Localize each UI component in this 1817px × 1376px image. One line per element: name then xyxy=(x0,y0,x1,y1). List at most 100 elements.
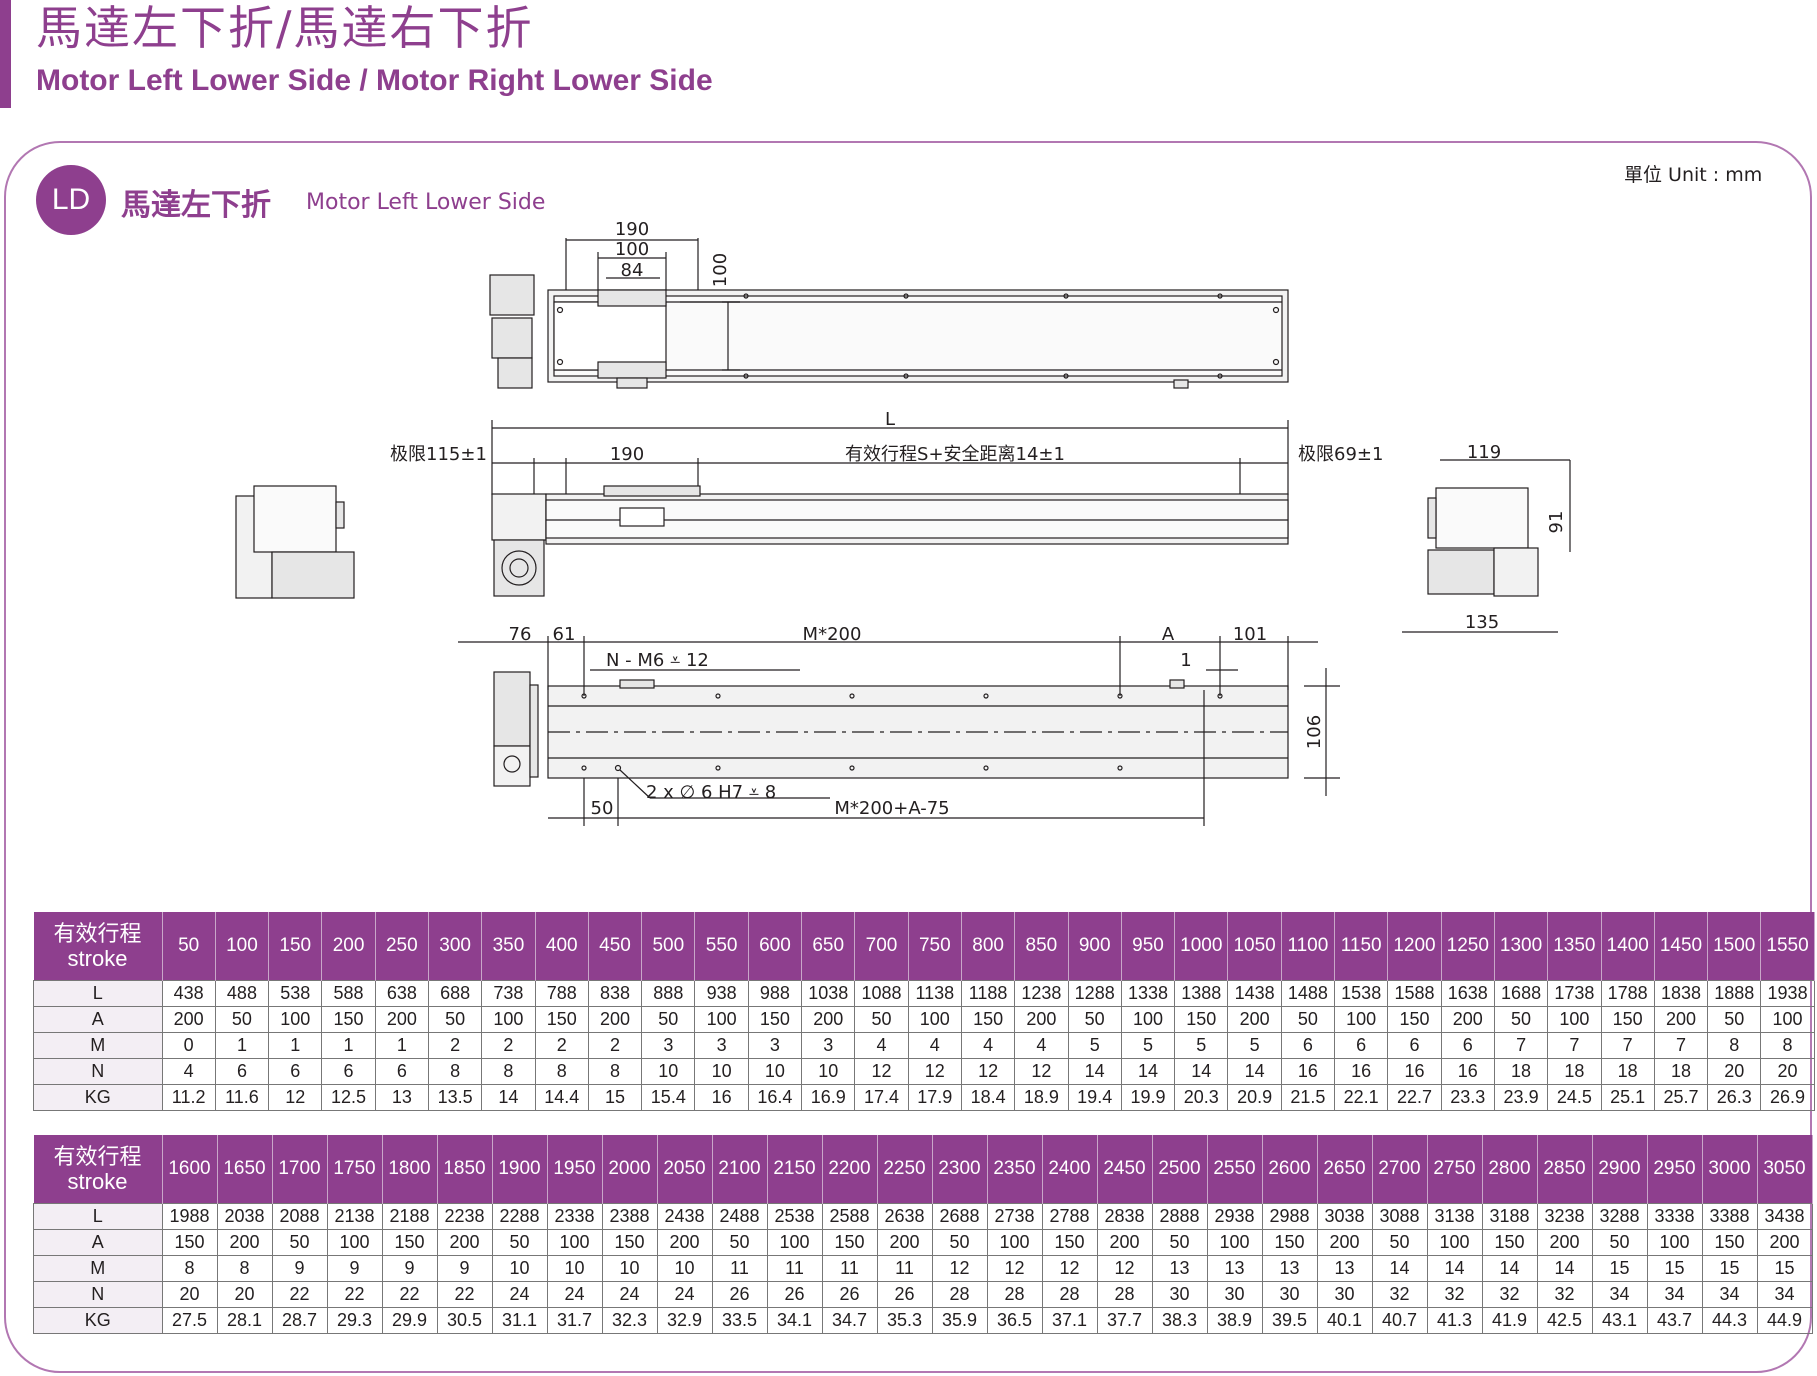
table-cell: 34.7 xyxy=(821,1307,878,1334)
table-cell: 8 xyxy=(1760,1032,1815,1059)
table-cell: 6 xyxy=(1280,1032,1336,1059)
table-cell: 41.3 xyxy=(1426,1307,1483,1334)
table-cell: 2 xyxy=(427,1032,483,1059)
table-cell: 12 xyxy=(960,1058,1016,1085)
table-cell: 18.9 xyxy=(1014,1084,1069,1111)
table-cell: 150 xyxy=(960,1006,1016,1033)
table-cell: 3 xyxy=(747,1032,803,1059)
table-cell: 5 xyxy=(1174,1032,1229,1059)
table-cell: 16 xyxy=(694,1084,749,1111)
stroke-header-cell: 1650 xyxy=(217,1135,273,1204)
dim-bot-101: 101 xyxy=(1233,624,1267,645)
stroke-header-cell: 1400 xyxy=(1601,912,1655,981)
table-cell: 29.9 xyxy=(381,1307,438,1334)
table-cell: 36.5 xyxy=(986,1307,1043,1334)
table-cell: 14 xyxy=(1536,1255,1593,1282)
table-cell: 200 xyxy=(1440,1006,1495,1033)
dim-bot-61: 61 xyxy=(553,624,576,645)
table-cell: 13 xyxy=(1316,1255,1373,1282)
table-cell: 200 xyxy=(656,1229,713,1256)
table-cell: 200 xyxy=(374,1006,429,1033)
table-cell: 19.4 xyxy=(1067,1084,1122,1111)
table-cell: 8 xyxy=(481,1058,536,1085)
table-cell: 2288 xyxy=(491,1203,548,1230)
table-cell: 7 xyxy=(1547,1032,1602,1059)
stroke-header-cell: 2550 xyxy=(1207,1135,1263,1204)
table-cell: 2838 xyxy=(1096,1203,1153,1230)
stroke-header-cell: 1250 xyxy=(1441,912,1495,981)
table-cell: 24 xyxy=(601,1281,658,1308)
dim-limit-right: 极限69±1 xyxy=(1298,444,1383,465)
table-cell: 150 xyxy=(534,1006,589,1033)
dim-bot-106: 106 xyxy=(1304,715,1325,749)
stroke-header-cell: 1900 xyxy=(492,1135,548,1204)
table-cell: 3388 xyxy=(1701,1203,1758,1230)
table-cell: 18 xyxy=(1493,1058,1549,1085)
table-cell: 3438 xyxy=(1756,1203,1813,1230)
table-cell: 10 xyxy=(601,1255,658,1282)
row-label: KG xyxy=(33,1307,163,1334)
table-cell: 15.4 xyxy=(641,1084,696,1111)
table-cell: 29.3 xyxy=(326,1307,383,1334)
table-cell: 37.7 xyxy=(1096,1307,1153,1334)
stroke-header-cell: 300 xyxy=(428,912,483,981)
table-cell: 2538 xyxy=(766,1203,823,1230)
table-cell: 1088 xyxy=(854,980,909,1007)
table-cell: 22 xyxy=(381,1281,438,1308)
table-cell: 11 xyxy=(766,1255,823,1282)
drawing-panel xyxy=(4,141,1812,1373)
table-cell: 28.7 xyxy=(271,1307,328,1334)
table-cell: 200 xyxy=(1756,1229,1813,1256)
table-cell: 3038 xyxy=(1316,1203,1373,1230)
row-label: L xyxy=(33,980,163,1007)
table-cell: 100 xyxy=(1206,1229,1263,1256)
table-cell: 12 xyxy=(854,1058,909,1085)
table-cell: 17.9 xyxy=(907,1084,962,1111)
table-cell: 32.9 xyxy=(656,1307,713,1334)
table-cell: 2488 xyxy=(711,1203,768,1230)
table-cell: 1538 xyxy=(1334,980,1389,1007)
table-cell: 30 xyxy=(1151,1281,1208,1308)
table-cell: 2938 xyxy=(1206,1203,1263,1230)
table-cell: 32 xyxy=(1426,1281,1483,1308)
dim-top-84: 84 xyxy=(621,260,644,281)
table-cell: 34 xyxy=(1646,1281,1703,1308)
table-cell: 1 xyxy=(214,1032,270,1059)
table-cell: 22 xyxy=(436,1281,493,1308)
table-cell: 8 xyxy=(1707,1032,1762,1059)
stroke-header-cell: 1450 xyxy=(1654,912,1709,981)
table-cell: 2988 xyxy=(1261,1203,1318,1230)
table-cell: 16 xyxy=(1280,1058,1336,1085)
table-cell: 18 xyxy=(1600,1058,1655,1085)
table-cell: 43.7 xyxy=(1646,1307,1703,1334)
stroke-header-cell: 2350 xyxy=(987,1135,1043,1204)
table-cell: 34 xyxy=(1701,1281,1758,1308)
table-cell: 50 xyxy=(271,1229,328,1256)
table-cell: 5 xyxy=(1067,1032,1122,1059)
table-cell: 21.5 xyxy=(1280,1084,1336,1111)
table-cell: 200 xyxy=(1096,1229,1153,1256)
table-cell: 9 xyxy=(381,1255,438,1282)
table-cell: 100 xyxy=(1120,1006,1176,1033)
table-cell: 16 xyxy=(1440,1058,1495,1085)
table-cell: 18 xyxy=(1653,1058,1709,1085)
table-cell: 39.5 xyxy=(1261,1307,1318,1334)
table-cell: 41.9 xyxy=(1481,1307,1538,1334)
table-cell: 150 xyxy=(747,1006,803,1033)
stroke-header-cell: 2400 xyxy=(1042,1135,1098,1204)
row-label: KG xyxy=(33,1084,163,1111)
table-cell: 13 xyxy=(1206,1255,1263,1282)
table-cell: 4 xyxy=(1014,1032,1069,1059)
table-cell: 8 xyxy=(587,1058,643,1085)
table-cell: 100 xyxy=(1426,1229,1483,1256)
table-cell: 28.1 xyxy=(216,1307,273,1334)
stroke-header-cell: 850 xyxy=(1014,912,1069,981)
table-cell: 50 xyxy=(491,1229,548,1256)
table-cell: 20 xyxy=(161,1281,218,1308)
table-cell: 20 xyxy=(1760,1058,1815,1085)
dim-bot-A: A xyxy=(1162,624,1175,645)
